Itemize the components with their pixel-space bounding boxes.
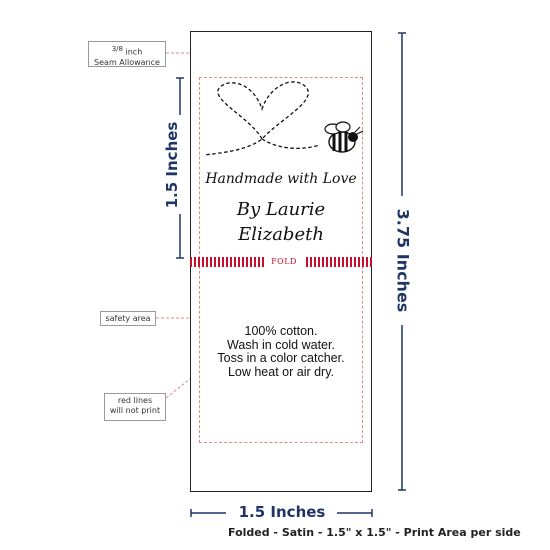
heart-bee-illustration xyxy=(203,81,364,156)
safety-area-text: safety area xyxy=(105,314,151,323)
seam-allowance-text: Seam Allowance xyxy=(94,57,160,67)
fold-label: FOLD xyxy=(264,256,304,268)
headline-text: Handmade with Love xyxy=(205,171,357,187)
width-dimension: 1.5 Inches xyxy=(238,503,326,521)
safety-area-callout: safety area xyxy=(100,311,156,326)
red-lines-text-1: red lines xyxy=(117,396,153,405)
heart-trail-icon xyxy=(203,81,309,156)
bee-icon xyxy=(324,121,364,153)
name-line-2: Elizabeth xyxy=(238,224,324,245)
seam-fraction: 3/8 xyxy=(111,45,123,53)
care-instructions: 100% cotton. Wash in cold water. Toss in… xyxy=(199,324,363,379)
seam-unit: inch xyxy=(125,47,143,57)
seam-allowance-callout: 3/8 inch Seam Allowance xyxy=(88,41,166,67)
care-line: 100% cotton. xyxy=(244,324,318,338)
care-line: Low heat or air dry. xyxy=(227,364,335,379)
name-line-1: By Laurie xyxy=(236,199,326,220)
total-height-dimension: 3.75 Inches xyxy=(393,208,413,313)
footer-caption: Folded - Satin - 1.5" x 1.5" - Print Are… xyxy=(228,526,521,539)
care-line: Wash in cold water. xyxy=(227,337,335,352)
red-lines-text-2: will not print xyxy=(109,406,161,415)
fold-height-dimension: 1.5 Inches xyxy=(163,121,181,209)
care-line: Toss in a color catcher. xyxy=(217,351,345,365)
red-lines-callout: red lines will not print xyxy=(104,393,166,421)
